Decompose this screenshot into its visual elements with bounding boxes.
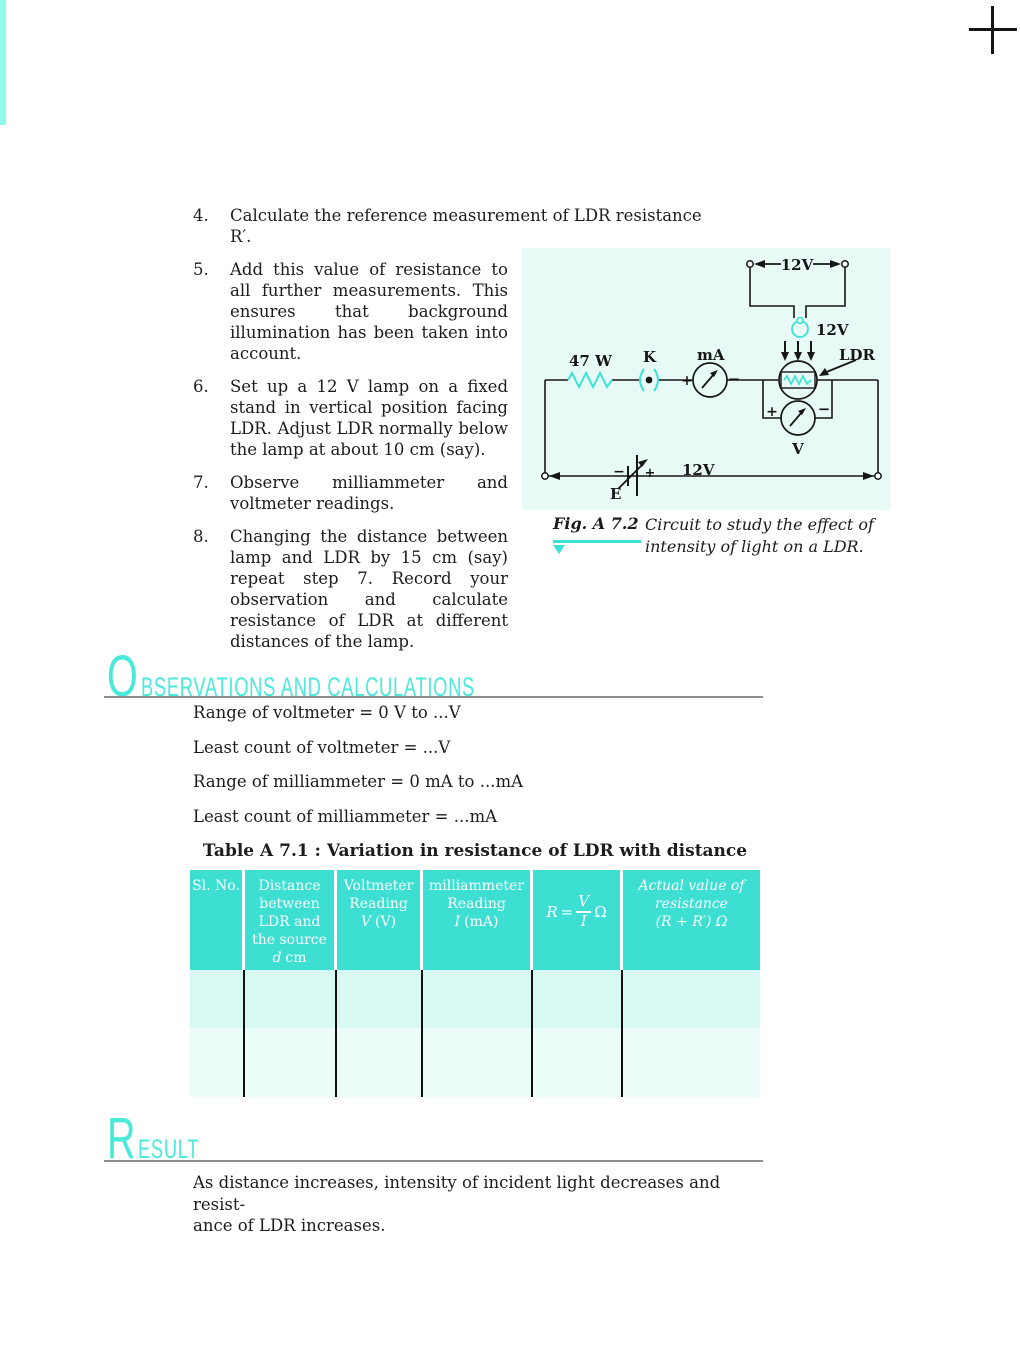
table-cell-empty bbox=[533, 970, 623, 1028]
resistor-icon bbox=[567, 370, 613, 390]
step-number: 8. bbox=[193, 527, 209, 546]
label-resistor: 47 W bbox=[569, 352, 613, 370]
observation-line: Least count of voltmeter = ...V bbox=[193, 737, 451, 757]
label-lamp-voltage: 12V bbox=[816, 321, 849, 339]
step-5: 5. Add this value of resistance to all f… bbox=[193, 259, 723, 364]
label-battery-voltage: 12V bbox=[682, 461, 715, 479]
arrow-right-icon bbox=[863, 472, 874, 480]
table-cell-empty bbox=[423, 970, 533, 1028]
label-milliammeter: mA bbox=[697, 346, 725, 364]
step-text: Changing the distance between lamp and L… bbox=[230, 527, 508, 651]
arrow-left-icon bbox=[549, 472, 560, 480]
step-text: Observe milliammeter and voltmeter readi… bbox=[230, 473, 508, 513]
arrow-right-icon bbox=[830, 260, 841, 268]
figure-caption-label: Fig. A 7.2 bbox=[553, 514, 639, 533]
step-4: 4. Calculate the reference measurement o… bbox=[193, 205, 723, 247]
table-cell-empty bbox=[533, 1028, 623, 1097]
observation-lines: Range of voltmeter = 0 V to ...V Least c… bbox=[193, 703, 753, 841]
table-cell-empty bbox=[190, 1028, 245, 1097]
data-table: Sl. No. Distance between LDR and the sou… bbox=[190, 870, 760, 1097]
label-voltmeter: V bbox=[791, 440, 804, 458]
label-plus: + bbox=[766, 404, 778, 420]
section-divider bbox=[104, 1160, 763, 1162]
circuit-diagram: 12V 12V 47 W K bbox=[541, 256, 882, 503]
table-row bbox=[190, 1028, 760, 1097]
section-divider bbox=[104, 696, 763, 698]
heading-initial: O bbox=[107, 644, 138, 709]
label-ldr: LDR bbox=[839, 346, 876, 364]
step-number: 5. bbox=[193, 260, 209, 279]
label-key: K bbox=[643, 348, 657, 366]
table-header-slno: Sl. No. bbox=[190, 870, 245, 970]
ldr-icon bbox=[778, 360, 818, 400]
terminal-icon bbox=[746, 260, 754, 268]
figure-caption-text: Circuit to study the effect of intensity… bbox=[645, 514, 895, 558]
heading-text: ESULT bbox=[137, 1134, 200, 1164]
arrow-left-icon bbox=[754, 260, 765, 268]
heading-text: BSERVATIONS AND CALCULATIONS bbox=[141, 672, 476, 702]
label-supply-voltage: 12V bbox=[781, 256, 814, 274]
result-line: As distance increases, intensity of inci… bbox=[193, 1173, 721, 1214]
table-cell-empty bbox=[190, 970, 245, 1028]
key-icon bbox=[653, 368, 659, 392]
terminal-icon bbox=[874, 472, 882, 480]
terminal-icon bbox=[541, 472, 549, 480]
key-dot-icon bbox=[645, 376, 653, 384]
table-cell-empty bbox=[623, 1028, 760, 1097]
table-title: Table A 7.1 : Variation in resistance of… bbox=[202, 841, 748, 861]
observation-line: Range of voltmeter = 0 V to ...V bbox=[193, 703, 461, 722]
section-heading-result: R ESULT bbox=[107, 1110, 228, 1168]
label-minus: − bbox=[818, 400, 831, 418]
voltmeter-icon bbox=[780, 400, 816, 436]
step-text: Set up a 12 V lamp on a fixed stand in v… bbox=[230, 377, 508, 459]
result-text: As distance increases, intensity of inci… bbox=[193, 1172, 773, 1237]
table-cell-empty bbox=[337, 970, 423, 1028]
terminal-icon bbox=[841, 260, 849, 268]
table-header-actual: Actual value of resistance (R + R′) Ω bbox=[638, 878, 745, 930]
step-number: 7. bbox=[193, 473, 209, 492]
circuit-figure: 12V 12V 47 W K bbox=[522, 248, 890, 510]
light-rays-icon bbox=[781, 341, 815, 361]
page-edge-bar bbox=[0, 0, 6, 125]
step-6: 6. Set up a 12 V lamp on a fixed stand i… bbox=[193, 376, 723, 460]
observation-line: Range of milliammeter = 0 mA to ...mA bbox=[193, 772, 524, 791]
table-cell-empty bbox=[623, 970, 760, 1028]
milliammeter-icon bbox=[692, 362, 728, 398]
caption-marker-icon bbox=[553, 545, 565, 554]
label-minus: − bbox=[728, 370, 741, 388]
step-text: Calculate the reference measurement of L… bbox=[230, 206, 702, 246]
battery-icon bbox=[617, 455, 648, 496]
table-cell-empty bbox=[423, 1028, 533, 1097]
table-cell-empty bbox=[245, 1028, 337, 1097]
label-battery: E bbox=[610, 485, 621, 503]
caption-underline bbox=[553, 540, 641, 543]
crop-mark bbox=[991, 6, 994, 54]
step-7: 7. Observe milliammeter and voltmeter re… bbox=[193, 472, 723, 514]
step-number: 4. bbox=[193, 206, 209, 225]
lamp-filament-icon bbox=[796, 316, 804, 325]
table-cell-empty bbox=[245, 970, 337, 1028]
procedure-steps: 4. Calculate the reference measurement o… bbox=[193, 205, 723, 664]
step-8: 8. Changing the distance between lamp an… bbox=[193, 526, 723, 652]
observation-line: Least count of milliammeter = ...mA bbox=[193, 806, 498, 826]
step-text: Add this value of resistance to all furt… bbox=[230, 260, 508, 363]
table-cell-empty bbox=[337, 1028, 423, 1097]
table-header-row: Sl. No. Distance between LDR and the sou… bbox=[190, 870, 760, 970]
table-header-voltmeter: Voltmeter Reading V(V) bbox=[337, 870, 423, 970]
caption-line: intensity of light on a LDR. bbox=[645, 537, 864, 556]
caption-line: Circuit to study the effect of bbox=[645, 515, 874, 534]
result-line: ance of LDR increases. bbox=[193, 1216, 386, 1235]
heading-initial: R bbox=[107, 1106, 136, 1171]
label-plus: + bbox=[681, 373, 693, 389]
key-icon bbox=[639, 368, 645, 392]
label-plus: + bbox=[645, 466, 656, 481]
step-number: 6. bbox=[193, 377, 209, 396]
label-minus: − bbox=[613, 464, 625, 480]
table-header-milliammeter: milliammeter Reading I(mA) bbox=[423, 870, 533, 970]
table-row bbox=[190, 970, 760, 1028]
